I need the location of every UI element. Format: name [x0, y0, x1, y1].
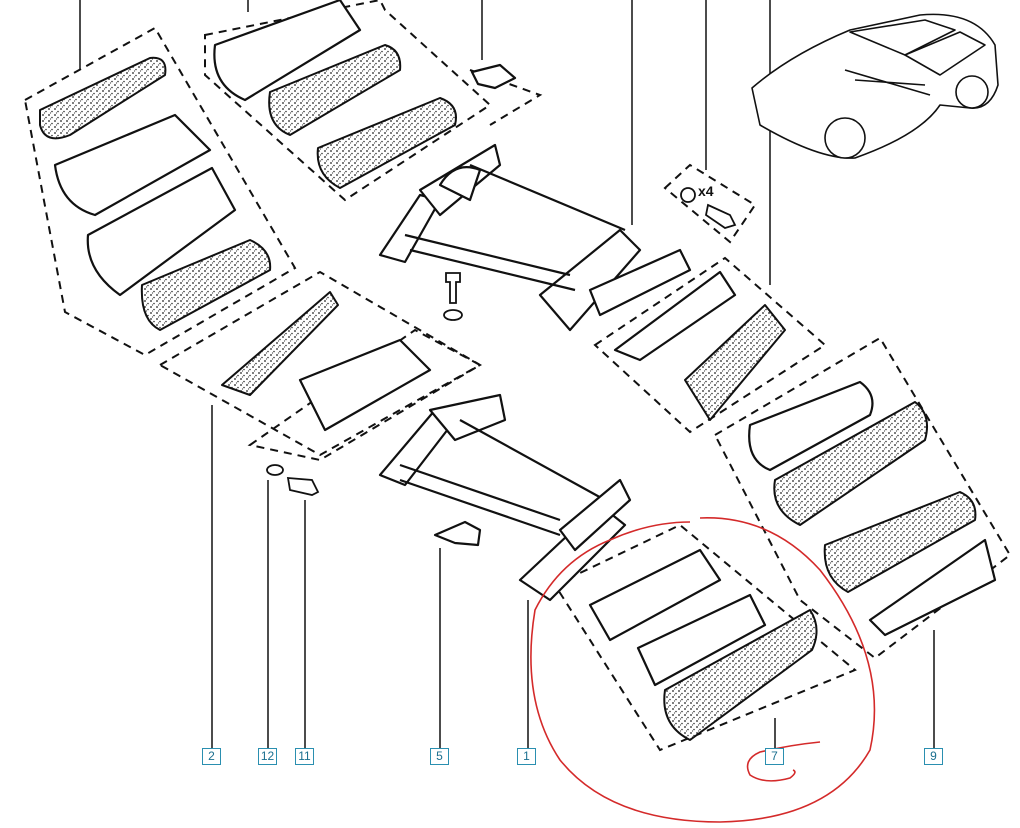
top-trim-frame: [213, 0, 362, 102]
lower-trim-frame: [588, 548, 722, 642]
top-clip: [470, 63, 517, 90]
left-bracket-1: [221, 291, 339, 396]
reference-label-12: 12: [258, 748, 277, 765]
lower-seat-frame: [378, 393, 632, 602]
nut-fastener: [680, 187, 696, 203]
reference-label-7: 7: [765, 748, 784, 765]
lower-washer: [266, 464, 284, 476]
lower-trim-cover-1: [636, 593, 767, 687]
group-outline-right-brackets: [593, 256, 827, 434]
left-trim-cover-2: [53, 113, 212, 217]
lower-clip: [433, 520, 482, 547]
reference-label-1: 1: [517, 748, 536, 765]
reference-label-5: 5: [430, 748, 449, 765]
red-circle-annotation: [530, 517, 876, 823]
right-bracket-1: [613, 270, 737, 362]
left-trim-cover-3: [86, 166, 237, 297]
lower-bolt: [286, 477, 320, 496]
right-trim-cover-2: [823, 491, 977, 593]
car-location-icon: [751, 13, 999, 159]
center-bolt: [445, 272, 461, 304]
quantity-note: x4: [698, 183, 714, 199]
right-trim-cover-3: [868, 538, 997, 637]
reference-label-2: 2: [202, 748, 221, 765]
group-outline-lower-trim: [553, 523, 857, 752]
left-bracket-2: [298, 338, 432, 432]
group-outline-left-brackets: [157, 270, 483, 457]
lower-trim-cover-2: [663, 609, 818, 741]
left-trim-cover-4: [140, 239, 272, 331]
top-trim-cover-1: [268, 44, 402, 136]
top-trim-cover-2: [316, 97, 457, 189]
left-trim-cover-1: [39, 56, 167, 140]
group-outline-top-clip: [469, 69, 543, 126]
upper-seat-frame: [378, 143, 692, 332]
right-bracket-2: [684, 304, 786, 421]
center-washer: [443, 309, 463, 321]
screw-fastener: [705, 203, 737, 229]
reference-label-9: 9: [924, 748, 943, 765]
group-outline-fasteners: [663, 163, 757, 244]
group-outline-right-trim: [713, 336, 1012, 660]
right-trim-cover-1: [773, 401, 928, 526]
reference-label-11: 11: [295, 748, 314, 765]
right-trim-frame: [748, 380, 874, 472]
group-outline-top-trim: [204, 0, 492, 202]
